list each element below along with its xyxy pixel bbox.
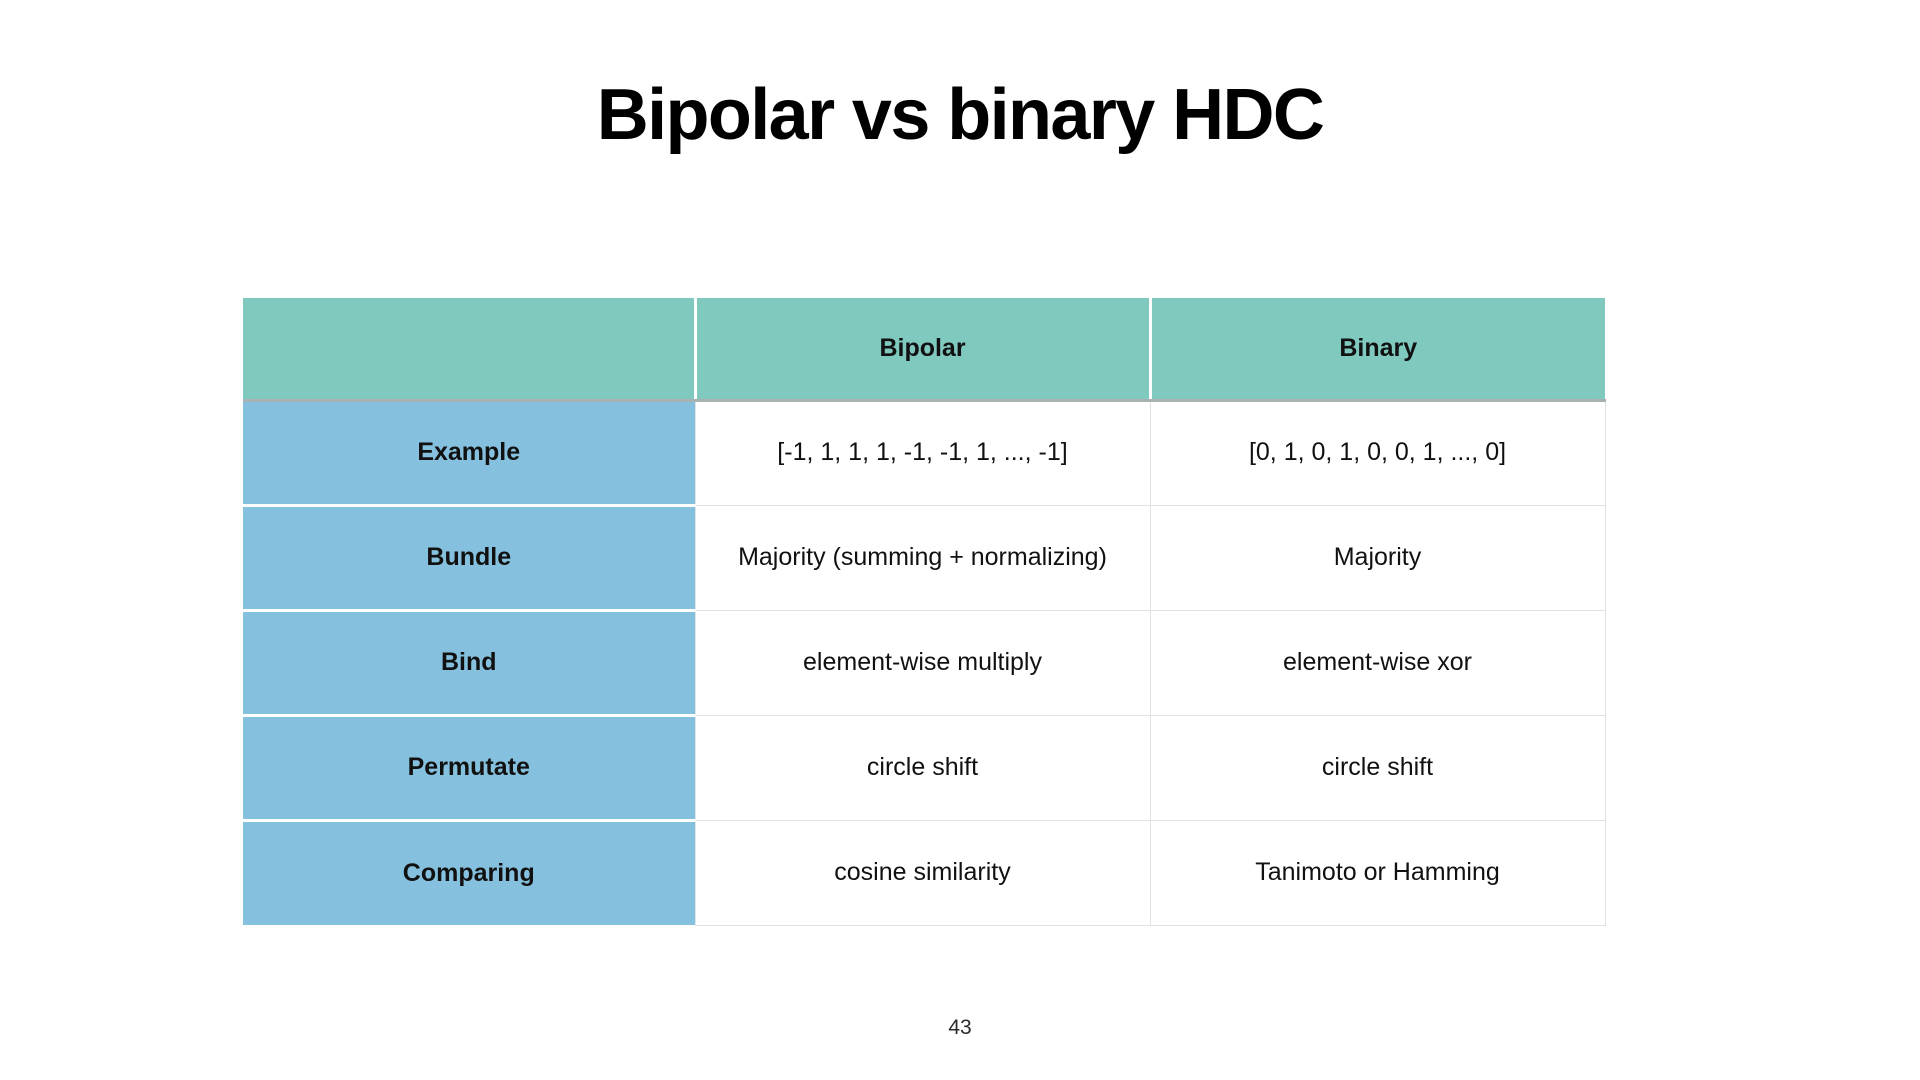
page-title: Bipolar vs binary HDC [596, 75, 1325, 155]
table-row: Bind element-wise multiply element-wise … [243, 610, 1606, 717]
row-label-example: Example [243, 400, 696, 507]
row-label-bundle: Bundle [243, 505, 696, 612]
cell-bundle-binary: Majority [1150, 505, 1606, 611]
table-body: Example [-1, 1, 1, 1, -1, -1, 1, ..., -1… [243, 400, 1606, 926]
row-label-comparing: Comparing [243, 820, 696, 925]
row-label-permutate: Permutate [243, 715, 696, 822]
table-row: Example [-1, 1, 1, 1, -1, -1, 1, ..., -1… [243, 400, 1606, 507]
comparison-table-container: Bipolar Binary Example [-1, 1, 1, 1, -1,… [243, 298, 1606, 926]
table-row: Comparing cosine similarity Tanimoto or … [243, 820, 1606, 926]
cell-bind-bipolar: element-wise multiply [695, 610, 1151, 716]
column-header-operation [243, 298, 697, 402]
cell-bundle-bipolar: Majority (summing + normalizing) [695, 505, 1151, 611]
cell-comparing-bipolar: cosine similarity [695, 820, 1151, 926]
table-header: Bipolar Binary [243, 298, 1605, 402]
cell-permutate-binary: circle shift [1150, 715, 1606, 821]
cell-permutate-bipolar: circle shift [695, 715, 1151, 821]
cell-comparing-binary: Tanimoto or Hamming [1150, 820, 1606, 926]
column-header-binary: Binary [1150, 298, 1605, 402]
cell-example-binary: [0, 1, 0, 1, 0, 0, 1, ..., 0] [1150, 400, 1606, 506]
table-header-row: Bipolar Binary [243, 298, 1605, 402]
cell-bind-binary: element-wise xor [1150, 610, 1606, 716]
row-label-bind: Bind [243, 610, 696, 717]
comparison-table: Bipolar Binary Example [-1, 1, 1, 1, -1,… [243, 298, 1606, 926]
table-row: Permutate circle shift circle shift [243, 715, 1606, 822]
column-header-bipolar: Bipolar [695, 298, 1152, 402]
page-number: 43 [948, 1016, 972, 1039]
cell-example-bipolar: [-1, 1, 1, 1, -1, -1, 1, ..., -1] [695, 400, 1151, 506]
table-row: Bundle Majority (summing + normalizing) … [243, 505, 1606, 612]
